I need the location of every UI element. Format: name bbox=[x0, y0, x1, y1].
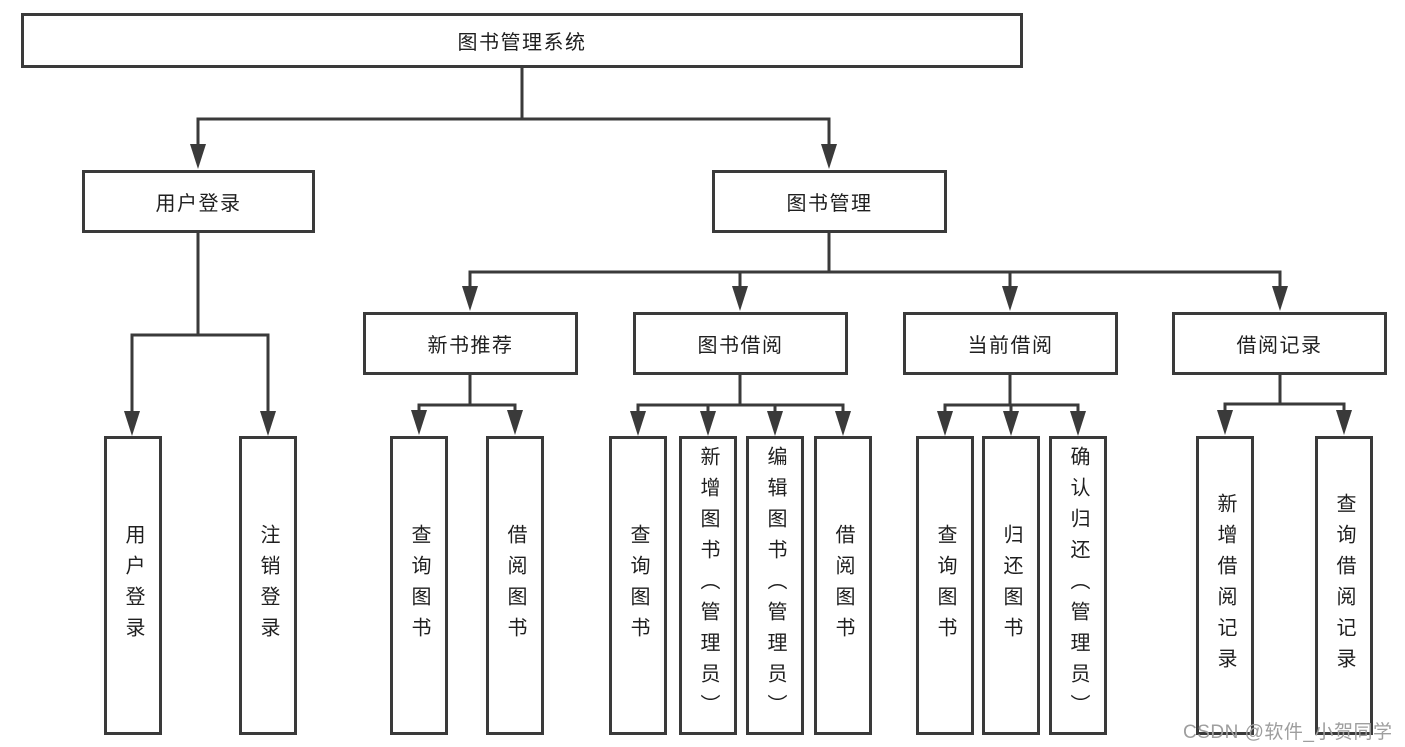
node-borrow-records: 借阅记录 bbox=[1172, 312, 1387, 375]
arrowheads bbox=[124, 144, 1352, 436]
arrowhead bbox=[821, 144, 837, 169]
node-label: 查询图书 bbox=[408, 523, 430, 648]
arrowhead bbox=[1272, 286, 1288, 311]
connector-new-book-branch bbox=[417, 373, 517, 414]
leaf-borrow-books: 借阅图书 bbox=[814, 436, 872, 735]
node-label: 新增图书（管理员） bbox=[697, 446, 719, 725]
leaf-borrow-books-recommend: 借阅图书 bbox=[486, 436, 544, 735]
arrowhead bbox=[767, 411, 783, 436]
csdn-watermark: CSDN @软件_小贺同学 bbox=[1183, 722, 1393, 743]
arrowhead bbox=[190, 144, 206, 169]
arrowhead bbox=[1003, 411, 1019, 436]
leaf-return-books: 归还图书 bbox=[982, 436, 1040, 735]
node-current-borrow: 当前借阅 bbox=[903, 312, 1118, 375]
node-label: 图书管理系统 bbox=[457, 32, 587, 54]
leaf-edit-books-admin: 编辑图书（管理员） bbox=[746, 436, 804, 735]
node-book-borrow: 图书借阅 bbox=[633, 312, 848, 375]
node-library-management-system: 图书管理系统 bbox=[21, 13, 1023, 68]
arrowhead bbox=[630, 411, 646, 436]
leaf-add-books-admin: 新增图书（管理员） bbox=[679, 436, 737, 735]
arrowhead bbox=[260, 411, 276, 436]
node-label: 新增借阅记录 bbox=[1214, 492, 1236, 679]
node-label: 当前借阅 bbox=[967, 335, 1054, 357]
leaf-query-borrow-record: 查询借阅记录 bbox=[1315, 436, 1373, 735]
leaf-add-borrow-record: 新增借阅记录 bbox=[1196, 436, 1254, 735]
connector-root-to-level2 bbox=[196, 66, 831, 148]
node-label: 确认归还（管理员） bbox=[1067, 446, 1089, 725]
node-label: 查询借阅记录 bbox=[1333, 492, 1355, 679]
arrowhead bbox=[1336, 410, 1352, 435]
arrowhead bbox=[1070, 411, 1086, 436]
leaf-confirm-return-admin: 确认归还（管理员） bbox=[1049, 436, 1107, 735]
arrowhead bbox=[732, 286, 748, 311]
arrowhead bbox=[1002, 286, 1018, 311]
node-label: 用户登录 bbox=[155, 193, 242, 215]
node-label: 图书管理 bbox=[786, 193, 873, 215]
arrowhead bbox=[124, 411, 140, 436]
node-label: 编辑图书（管理员） bbox=[764, 446, 786, 725]
arrowhead bbox=[700, 411, 716, 436]
arrowhead bbox=[411, 410, 427, 435]
leaf-query-books-borrow: 查询图书 bbox=[609, 436, 667, 735]
arrowhead bbox=[835, 411, 851, 436]
node-label: 用户登录 bbox=[122, 523, 144, 648]
node-new-book-recommend: 新书推荐 bbox=[363, 312, 578, 375]
connector-borrow-records-branch bbox=[1223, 373, 1346, 414]
leaf-logout-login: 注销登录 bbox=[239, 436, 297, 735]
arrowhead bbox=[1217, 410, 1233, 435]
leaf-user-login: 用户登录 bbox=[104, 436, 162, 735]
node-user-login: 用户登录 bbox=[82, 170, 315, 233]
node-label: 新书推荐 bbox=[427, 335, 514, 357]
connector-book-borrow-branch bbox=[636, 373, 845, 414]
arrowhead bbox=[507, 410, 523, 435]
connector-user-login-branch bbox=[130, 231, 270, 415]
node-label: 注销登录 bbox=[257, 523, 279, 648]
node-label: 图书借阅 bbox=[697, 335, 784, 357]
connector-current-borrow-branch bbox=[943, 373, 1080, 414]
leaf-query-books-recommend: 查询图书 bbox=[390, 436, 448, 735]
node-label: 归还图书 bbox=[1000, 523, 1022, 648]
node-label: 借阅图书 bbox=[504, 523, 526, 648]
connector-book-management-branch bbox=[468, 231, 1282, 290]
node-label: 借阅图书 bbox=[832, 523, 854, 648]
node-book-management: 图书管理 bbox=[712, 170, 947, 233]
node-label: 查询图书 bbox=[934, 523, 956, 648]
arrowhead bbox=[937, 411, 953, 436]
node-label: 借阅记录 bbox=[1236, 335, 1323, 357]
leaf-query-books-current: 查询图书 bbox=[916, 436, 974, 735]
node-label: 查询图书 bbox=[627, 523, 649, 648]
arrowhead bbox=[462, 286, 478, 311]
